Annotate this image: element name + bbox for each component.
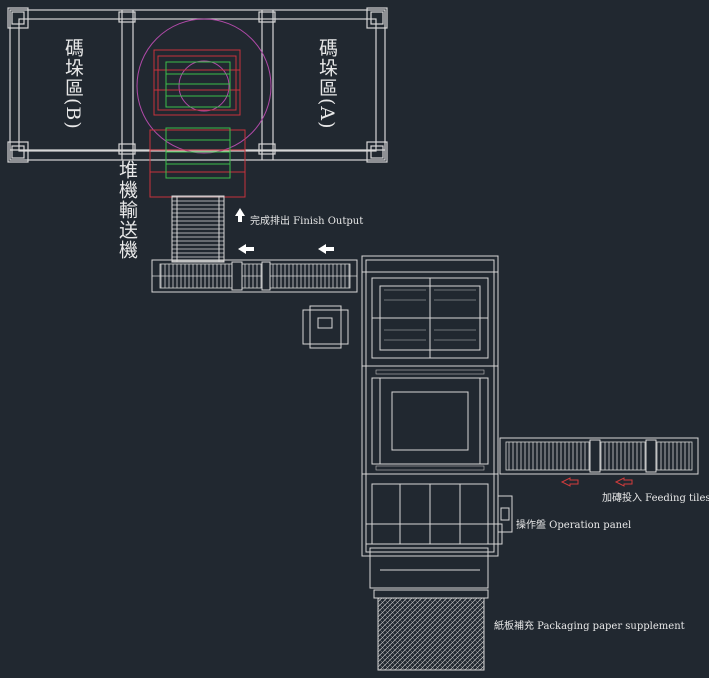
motor-unit	[302, 305, 349, 349]
machine-details	[375, 289, 485, 471]
pallet-stack-upper	[153, 49, 241, 116]
up-arrow-icon	[235, 208, 245, 222]
main-machine	[361, 255, 513, 589]
stacker-conveyor-label: 堆機輸送機	[116, 160, 138, 260]
output-flow-arrows	[235, 208, 334, 254]
pallet-stack-lower	[149, 127, 246, 198]
robot-base-circle	[178, 60, 230, 112]
stacker-conveyor	[171, 195, 225, 263]
robot-reach-circle	[136, 18, 272, 154]
output-conveyor	[151, 259, 358, 293]
zone-a-label: 碼垛區(A)	[316, 38, 338, 130]
paper-supplement-label: 紙板補充 Packaging paper supplement	[494, 621, 685, 632]
operation-panel-label: 操作盤 Operation panel	[516, 520, 632, 531]
paper-stack	[373, 589, 489, 671]
infeed-conveyor	[499, 437, 699, 475]
feeding-tiles-label: 加磚投入 Feeding tiles	[602, 493, 709, 504]
zone-b-label: 碼垛區(B)	[62, 38, 84, 130]
finish-output-label: 完成排出 Finish Output	[250, 216, 364, 227]
feed-arrows	[560, 477, 633, 487]
